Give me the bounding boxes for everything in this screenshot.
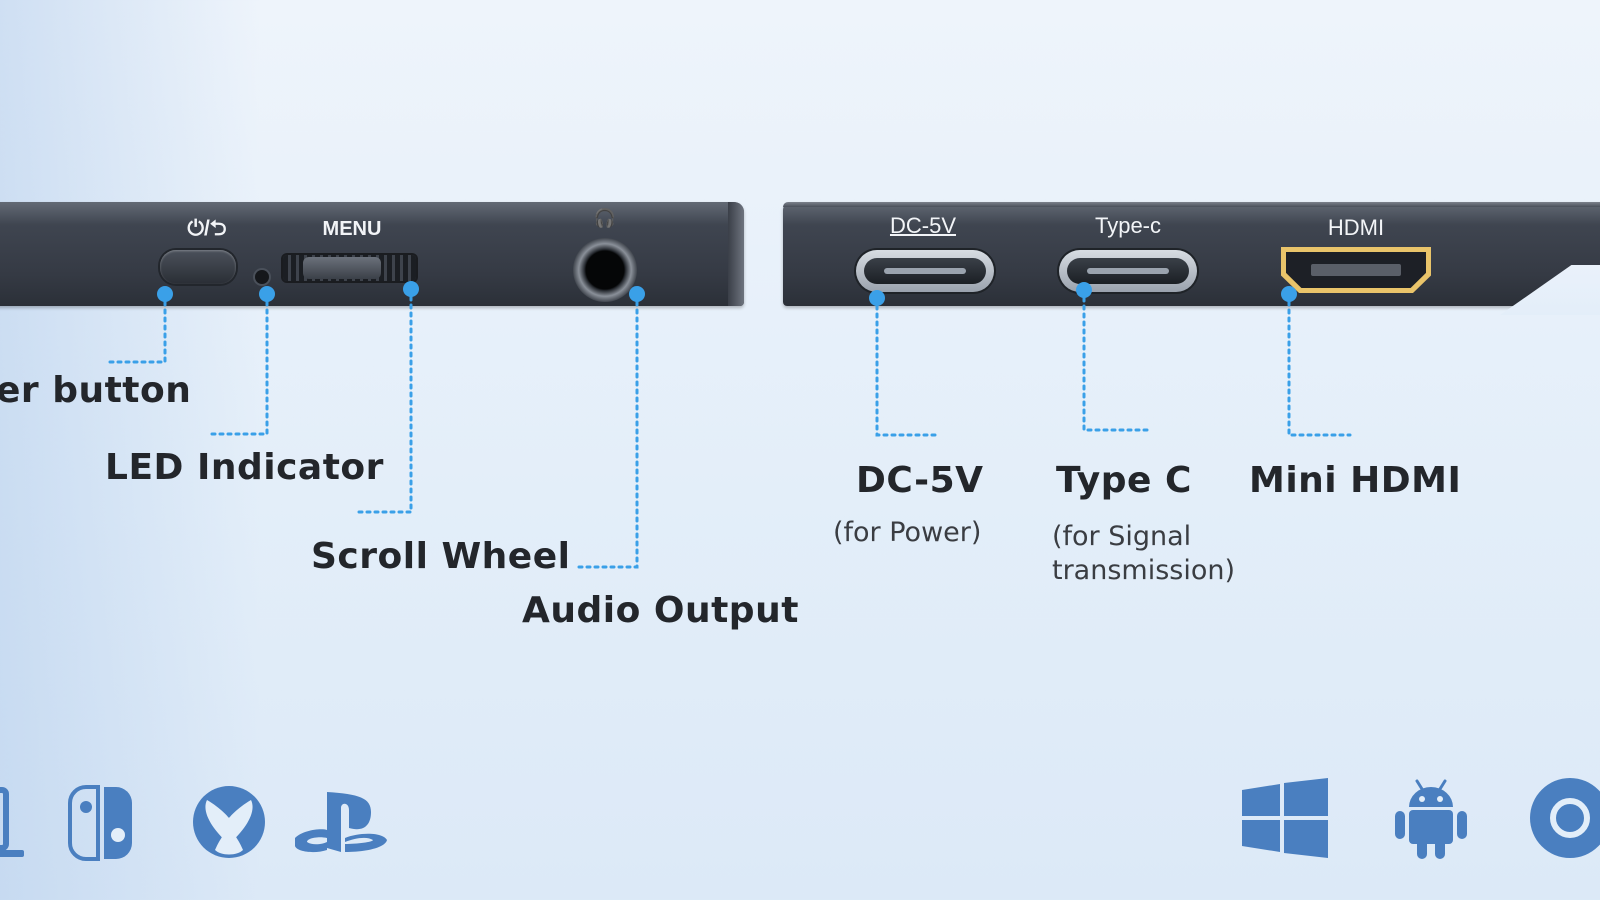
- hdmi-port-label: HDMI: [1327, 215, 1385, 240]
- xbox-icon: [193, 786, 265, 858]
- menu-label: MENU: [322, 218, 382, 240]
- android-icon: [1395, 779, 1467, 859]
- typec-port[interactable]: [1059, 250, 1197, 292]
- typec-port-label: Type-c: [1094, 213, 1162, 238]
- typec-callout-title: Type C: [1056, 460, 1192, 501]
- dc5v-port[interactable]: [856, 250, 994, 292]
- led-indicator-callout: LED Indicator: [105, 447, 384, 488]
- dc5v-callout-sub: (for Power): [833, 517, 982, 548]
- playstation-icon: [295, 792, 387, 853]
- mini-hdmi-port[interactable]: [1281, 247, 1431, 293]
- laptop-icon: [0, 787, 24, 857]
- scroll-wheel[interactable]: [283, 255, 416, 281]
- dc5v-callout-title: DC-5V: [856, 460, 984, 501]
- typec-callout-sub-1: (for Signal: [1052, 521, 1192, 552]
- background-glow: [0, 0, 260, 900]
- audio-jack[interactable]: [573, 238, 637, 302]
- typec-callout-sub-2: transmission): [1052, 555, 1236, 586]
- hdmi-callout-title: Mini HDMI: [1249, 460, 1462, 501]
- nintendo-switch-icon: [68, 785, 132, 861]
- windows-icon: [1242, 778, 1328, 858]
- led-indicator: [255, 270, 269, 284]
- power-button[interactable]: [160, 250, 236, 284]
- dc5v-port-label: DC-5V: [889, 213, 956, 238]
- macos-icon: [1530, 778, 1600, 858]
- scroll-wheel-callout: Scroll Wheel: [311, 536, 571, 577]
- audio-output-callout: Audio Output: [522, 590, 799, 631]
- headphone-icon: 🎧: [593, 208, 617, 228]
- power-symbol-label: ⏻/⮌: [187, 217, 227, 240]
- power-button-callout: er button: [0, 370, 192, 411]
